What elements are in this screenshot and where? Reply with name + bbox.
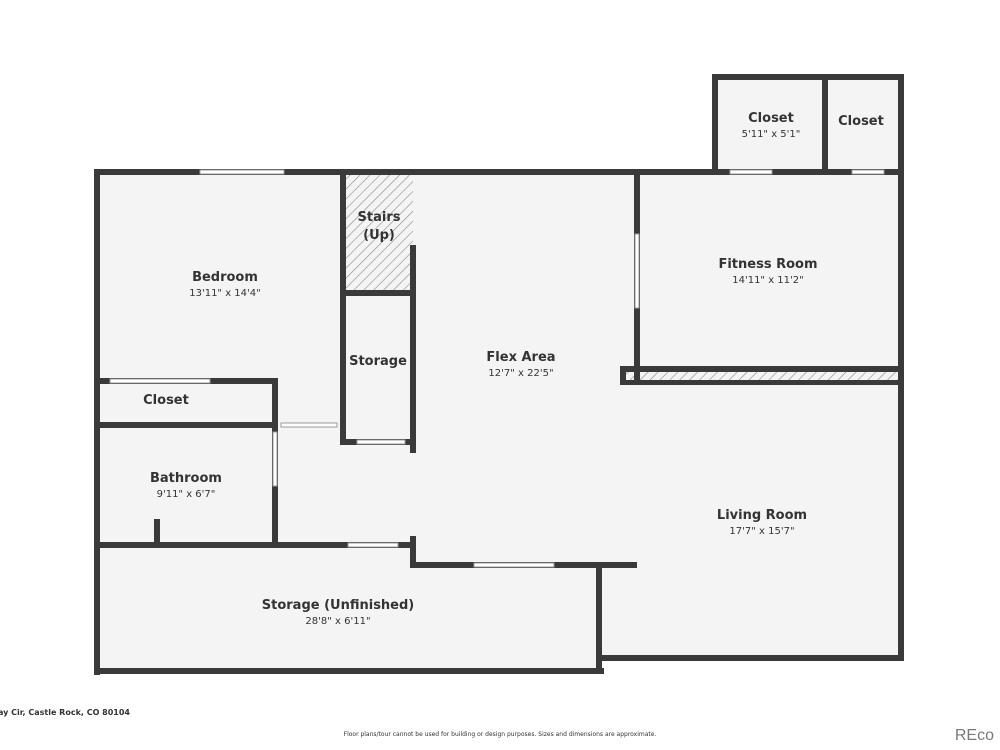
flex-area-name: Flex Area (486, 350, 555, 365)
disclaimer-text: Floor plans/tour cannot be used for buil… (343, 731, 657, 738)
bathroom-name: Bathroom (150, 471, 222, 486)
property-address: ay Cir, Castle Rock, CO 80104 (0, 708, 130, 717)
room-labels: Closet 5'11" x 5'1" Closet Stairs (Up) B… (143, 111, 884, 627)
fitness-room-name: Fitness Room (718, 257, 817, 272)
closet2-name: Closet (838, 114, 884, 129)
living-room-name: Living Room (717, 508, 807, 523)
bedroom-name: Bedroom (192, 270, 258, 285)
storage-unfinished-name: Storage (Unfinished) (262, 598, 415, 613)
bedroom-dims: 13'11" x 14'4" (189, 288, 261, 299)
living-window (473, 562, 555, 568)
openings (109, 169, 885, 568)
closet1-door (729, 169, 773, 175)
closet1-dims: 5'11" x 5'1" (742, 129, 801, 140)
storage-unfinished-dims: 28'8" x 6'11" (305, 616, 370, 627)
fitness-door (634, 233, 640, 309)
stairs-name-line2: (Up) (363, 228, 395, 243)
brand-logo: REco (954, 727, 994, 744)
bedroom-window (199, 169, 285, 175)
bathroom-door (272, 431, 278, 487)
flex-area-dims: 12'7" x 22'5" (488, 368, 553, 379)
stairs-hatch (346, 174, 413, 292)
storage-unfinished-door (347, 542, 399, 548)
storage-small-name: Storage (349, 354, 407, 369)
living-room-dims: 17'7" x 15'7" (729, 526, 794, 537)
closet2-door (851, 169, 885, 175)
storage-door (356, 439, 406, 445)
closet3-name: Closet (143, 393, 189, 408)
fitness-room-dims: 14'11" x 11'2" (732, 275, 804, 286)
ledge-hatch (622, 372, 900, 382)
stairs-name-line1: Stairs (358, 210, 401, 225)
closet-door (109, 378, 211, 384)
hall-door (280, 422, 338, 428)
bathroom-dims: 9'11" x 6'7" (157, 489, 216, 500)
closet1-name: Closet (748, 111, 794, 126)
closets-floor (714, 76, 904, 172)
